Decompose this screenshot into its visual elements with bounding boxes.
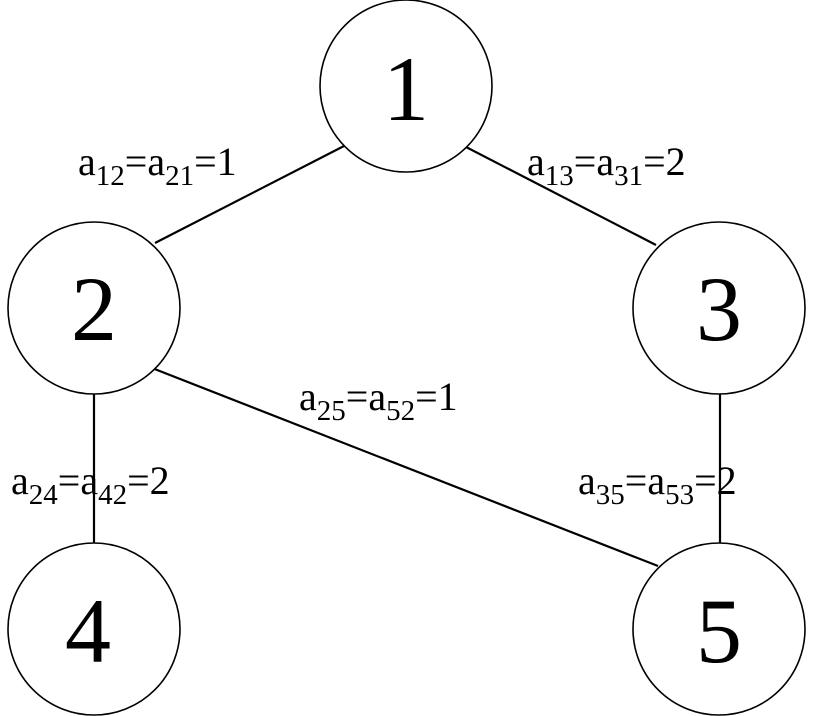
edge-label-1-3-sub2: 31 <box>614 160 643 192</box>
edge-label-3-5: a35=a53=2 <box>578 458 737 511</box>
edge-label-3-5-eq2: = <box>694 458 717 503</box>
edge-label-3-5-sub2: 53 <box>665 479 694 511</box>
edge-label-1-2-var2: a <box>147 139 165 184</box>
node-1-circle <box>319 0 493 173</box>
edge-label-1-2-value: 1 <box>217 139 237 184</box>
edge-label-1-2: a12=a21=1 <box>78 139 237 192</box>
edge-label-3-5-value: 2 <box>717 458 737 503</box>
edge-label-2-5-eq1: = <box>346 374 369 419</box>
edge-label-1-2-var1: a <box>78 139 96 184</box>
edge-label-1-3-sub1: 13 <box>545 160 574 192</box>
edge-label-1-2-eq2: = <box>194 139 217 184</box>
edge-label-1-3-var1: a <box>527 139 545 184</box>
edge-label-3-5-var2: a <box>647 458 665 503</box>
edge-label-1-3-value: 2 <box>666 139 686 184</box>
node-2-circle <box>7 221 181 395</box>
edge-label-1-2-sub2: 21 <box>165 160 194 192</box>
edge-label-2-5-value: 1 <box>438 374 458 419</box>
node-1-label: 1 <box>383 38 429 140</box>
node-5-circle <box>632 542 806 716</box>
node-2-label: 2 <box>71 258 117 360</box>
edge-2-5 <box>151 366 659 568</box>
edge-label-3-5-eq1: = <box>625 458 648 503</box>
edge-label-2-4: a24=a42=2 <box>11 458 170 511</box>
node-3-label: 3 <box>696 258 742 360</box>
edge-label-2-5: a25=a52=1 <box>299 374 458 427</box>
edge-label-3-5-sub1: 35 <box>596 479 625 511</box>
node-1: 1 <box>319 0 493 173</box>
edge-label-2-5-var2: a <box>368 374 386 419</box>
edge-label-2-4-value: 2 <box>150 458 170 503</box>
edge-label-1-2-eq1: = <box>125 139 148 184</box>
node-5-label: 5 <box>696 580 742 682</box>
edge-label-2-4-eq1: = <box>58 458 81 503</box>
edge-label-1-3-var2: a <box>596 139 614 184</box>
edge-label-1-3: a13=a31=2 <box>527 139 686 192</box>
edge-1-3 <box>465 146 657 246</box>
edge-label-1-3-eq2: = <box>643 139 666 184</box>
edge-label-2-5-sub2: 52 <box>386 395 415 427</box>
edge-1-2 <box>154 145 345 244</box>
edge-label-2-5-eq2: = <box>415 374 438 419</box>
node-3-circle <box>632 221 806 395</box>
node-2: 2 <box>7 221 181 395</box>
node-4-label: 4 <box>65 580 111 682</box>
edge-label-2-5-sub1: 25 <box>317 395 346 427</box>
edge-label-3-5-var1: a <box>578 458 596 503</box>
edge-label-1-3-eq1: = <box>574 139 597 184</box>
edge-label-2-4-var2: a <box>80 458 98 503</box>
edge-label-2-4-sub1: 24 <box>29 479 59 511</box>
node-3: 3 <box>632 221 806 395</box>
edge-label-2-4-eq2: = <box>127 458 150 503</box>
edge-label-1-2-sub1: 12 <box>96 160 125 192</box>
node-4: 4 <box>7 542 181 716</box>
node-4-circle <box>7 542 181 716</box>
edge-label-2-4-var1: a <box>11 458 29 503</box>
node-5: 5 <box>632 542 806 716</box>
edge-label-2-4-sub2: 42 <box>98 479 127 511</box>
edge-label-2-5-var1: a <box>299 374 317 419</box>
